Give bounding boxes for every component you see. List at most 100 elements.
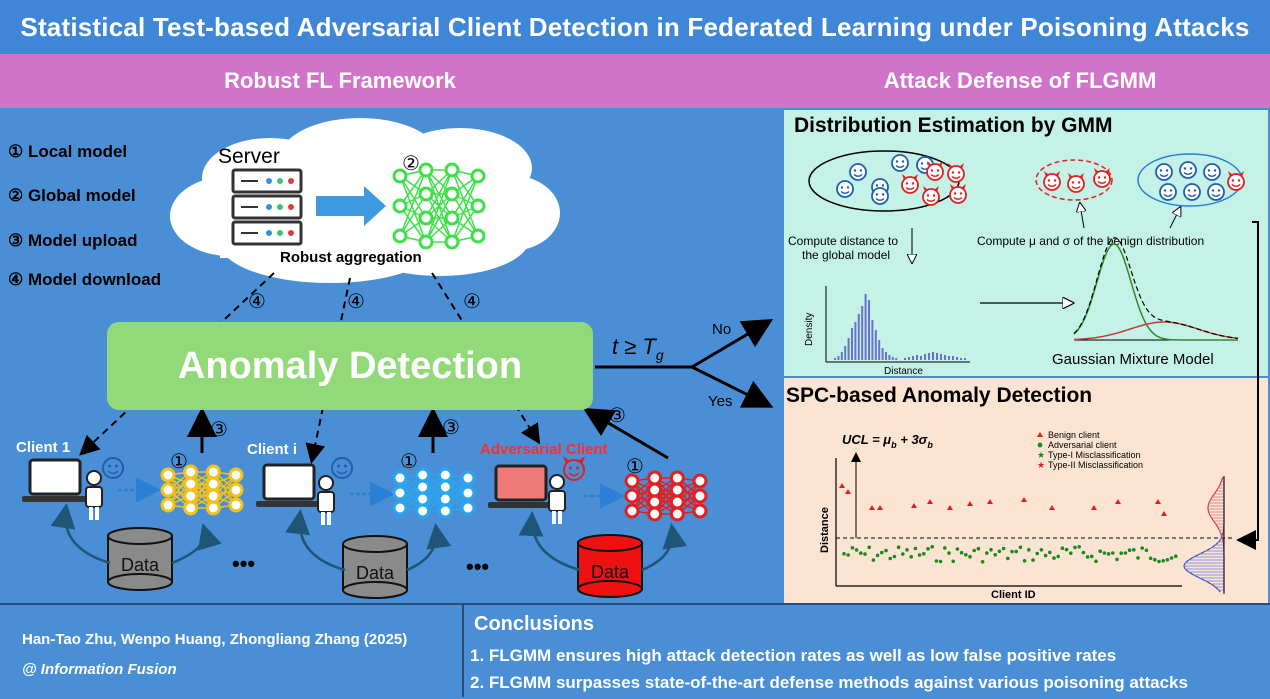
ellipsis-2: ••• [466,554,489,579]
benign-face-1 [1179,161,1197,179]
step-upload-1: ③ [210,419,228,441]
yes-label: Yes [708,393,732,410]
benign-gaussian-curve [1073,243,1238,341]
benign-point [980,560,985,564]
benign-point [1043,553,1048,558]
gmm-face-6 [901,174,919,194]
benign-point [922,552,926,556]
distance-label: Distance [884,366,923,376]
benign-point [1069,551,1073,555]
client-faces [836,154,1245,206]
benign-point [896,545,901,549]
data-label: Data [591,562,630,582]
benign-point [1010,549,1014,554]
benign-point [859,551,863,555]
client-1-data-arrow-left [50,503,111,565]
gmm-panel: Distribution Estimation by GMM Compute d… [784,110,1268,376]
spc-panel: SPC-based Anomaly Detection UCL = μb + 3… [784,378,1268,603]
benign-point [1174,554,1178,558]
step-local-1: ① [170,451,188,473]
adversarial-gaussian-curve [1073,321,1239,341]
adversarial-point [1161,511,1167,516]
client-1-data-arrow-right [171,523,222,565]
adversarial-point [839,483,845,488]
legend-model-upload: ③ Model upload [8,231,138,250]
benign-point [1048,550,1052,555]
legend-global-model: ② Global model [8,186,136,205]
gmm-face-7 [922,186,940,206]
spc-side-distribution [1183,476,1225,594]
compute-mu-sigma-label: Compute μ and σ of the benign distributi… [977,234,1204,248]
benign-point [1001,546,1006,551]
benign-face-0 [1155,163,1173,181]
legend-local-model: ① Local model [8,142,128,161]
client-i-laptop [256,463,322,507]
gmm-label: Gaussian Mixture Model [1052,351,1214,368]
spc-legend-label: Adversarial client [1048,440,1117,450]
benign-point [1127,548,1132,552]
spc-y-label: Distance [819,507,831,553]
benign-face-6 [1227,171,1245,191]
client-i-local-network [392,467,476,519]
legend-symbol [1037,432,1043,437]
benign-point [1027,548,1031,552]
benign-point [976,546,981,551]
client-1-smiley [102,457,124,479]
distance-histogram [834,294,966,360]
step-global-model: ② [402,153,420,175]
benign-point [1144,548,1149,553]
yes-branch-arrow [691,365,774,408]
benign-point [1136,556,1140,560]
benign-point [959,550,964,555]
benign-point [1132,548,1136,552]
adversarial-data-arrow-left [518,511,581,572]
benign-point [892,554,897,559]
adversarial-point [1049,505,1055,510]
robust-aggregation-label: Robust aggregation [280,249,422,266]
adversarial-point [869,505,875,510]
benign-point [846,553,850,557]
benign-point [905,548,909,552]
benign-point [997,549,1002,554]
server-label: Server [218,145,280,168]
adversarial-point [1115,499,1121,504]
adversarial-data-arrow-right [641,523,688,572]
adversarial-point [947,505,953,510]
conclusion-2: 2. FLGMM surpasses state-of-the-art defe… [470,673,1188,692]
adversarial-laptop [488,464,554,508]
benign-point [930,545,934,549]
client-1-laptop [22,458,88,502]
adversarial-face-2 [1093,168,1111,188]
adversarial-cluster [1035,159,1113,201]
footer: Han-Tao Zhu, Wenpo Huang, Zhongliang Zha… [0,603,1270,699]
benign-point [1123,551,1128,555]
gmm-face-2 [891,154,909,172]
upload-arrows [187,407,669,460]
benign-point [1052,556,1056,560]
benign-point [1006,556,1010,561]
ucl-formula: UCL = μb + 3σb [842,432,933,450]
benign-point [901,552,905,556]
benign-point [917,553,922,557]
gmm-face-8 [926,161,944,181]
global-network [392,162,486,250]
benign-point [888,556,892,561]
benign-point [880,550,884,555]
benign-point [884,548,888,553]
benign-face-2 [1203,163,1221,181]
benign-point [934,559,939,563]
anomaly-detection-box: Anomaly Detection [107,322,593,410]
no-branch-arrow [691,318,774,369]
step-download-2: ④ [347,291,365,313]
benign-point [1022,559,1027,563]
benign-point [1077,545,1081,549]
adversarial-client-label: Adversarial Client [480,441,608,458]
benign-point [1111,551,1115,555]
spc-points [839,483,1178,564]
adversarial-point [1021,497,1027,502]
section-title-defense: Attack Defense of FLGMM [883,68,1157,93]
adversarial-face-1 [1067,173,1085,193]
client-i-smiley [331,457,353,479]
